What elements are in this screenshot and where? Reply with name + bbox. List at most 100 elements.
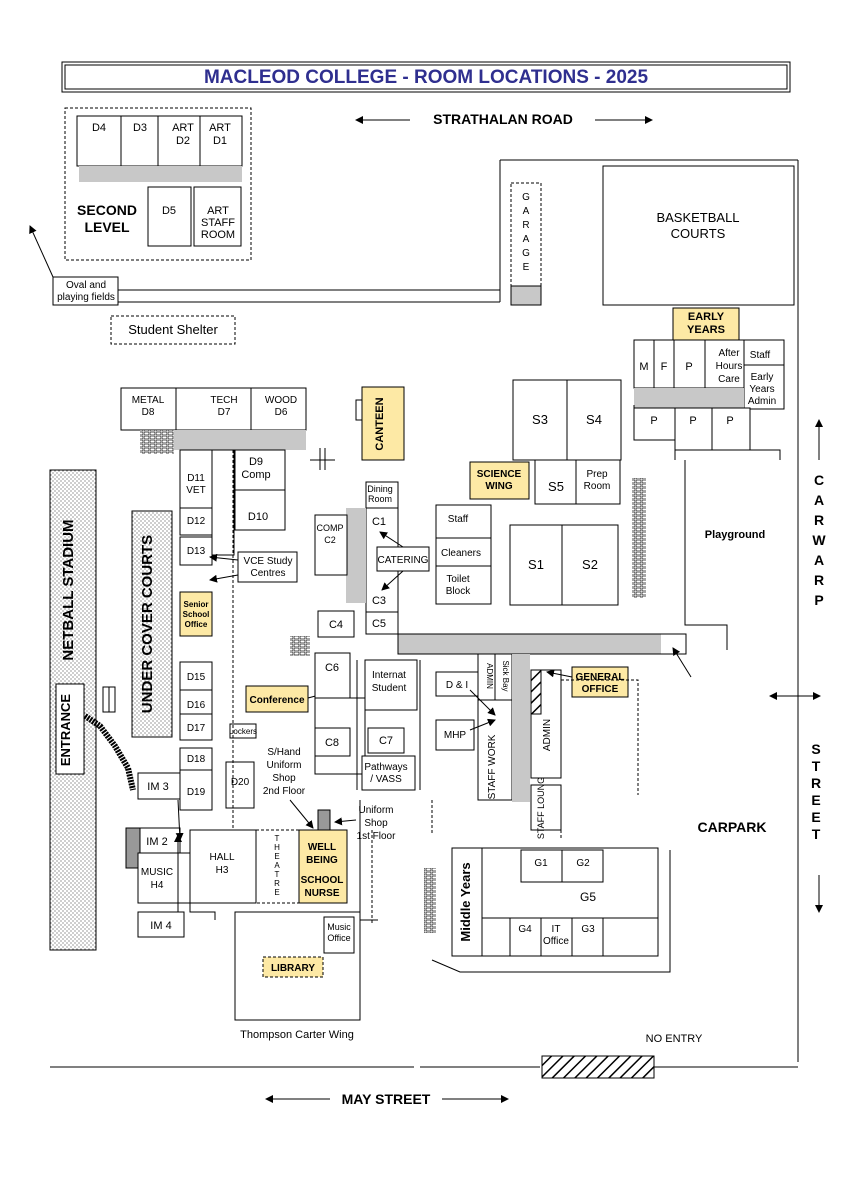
theatre-letters-letter: A (274, 861, 280, 870)
under-cover-courts: UNDER COVER COURTS (139, 535, 156, 713)
room-d3: D3 (133, 122, 147, 134)
theatre-letters-letter: E (274, 852, 279, 861)
room-g3: G3 (581, 924, 595, 935)
room-m: M (639, 361, 648, 373)
room-c7: C7 (379, 735, 393, 747)
garage-letters-letter: A (523, 206, 530, 217)
carwarp-letters-letter: C (814, 472, 824, 488)
room-c6: C6 (325, 662, 339, 674)
room-d5: D5 (162, 205, 176, 217)
room-im4: IM 4 (150, 920, 171, 932)
room-p4: P (726, 415, 733, 427)
room-p3: P (689, 415, 696, 427)
room-staff: Staff (448, 514, 469, 525)
carwarp-letters-letter: P (814, 592, 823, 608)
street-letters-letter: S (811, 741, 820, 757)
room-pathways: Pathways/ VASS (364, 762, 407, 785)
road-may-street: MAY STREET (342, 1091, 431, 1107)
thompson-carter-label: Thompson Carter Wing (240, 1029, 354, 1041)
theatre-letters-letter: E (274, 888, 279, 897)
sick-bay: Sick Bay (501, 660, 510, 691)
playground-label: Playground (705, 529, 766, 541)
carwarp-letters-letter: A (814, 552, 824, 568)
garage-letters-letter: E (523, 262, 530, 273)
garage-letters-letter: A (523, 234, 530, 245)
room-d4: D4 (92, 122, 106, 134)
room-p: P (685, 361, 692, 373)
room-di: D & I (446, 680, 468, 691)
middle-years: Middle Years (458, 862, 473, 941)
room-g4: G4 (518, 924, 532, 935)
room-im3: IM 3 (147, 781, 168, 793)
room-c5: C5 (372, 618, 386, 630)
road-street: STREET (811, 741, 821, 842)
room-s1: S1 (528, 557, 544, 572)
room-d12: D12 (187, 516, 206, 527)
room-s2: S2 (582, 557, 598, 572)
carpark-label: CARPARK (698, 819, 767, 835)
library-label: LIBRARY (271, 963, 315, 974)
garage-letters-letter: G (522, 192, 530, 203)
carwarp-letters-letter: R (814, 512, 824, 528)
student-shelter: Student Shelter (128, 322, 218, 337)
room-d10: D10 (248, 511, 268, 523)
theatre-letters-letter: H (274, 843, 280, 852)
no-entry-label: NO ENTRY (646, 1033, 703, 1045)
room-c1: C1 (372, 516, 386, 528)
room-s5: S5 (548, 479, 564, 494)
carwarp-letters-letter: W (812, 532, 826, 548)
room-d20: D20 (231, 777, 250, 788)
theatre-letters-letter: R (274, 879, 280, 888)
room-s4: S4 (586, 412, 602, 427)
room-c4: C4 (329, 619, 343, 631)
canteen-label: CANTEEN (374, 397, 386, 450)
room-d15: D15 (187, 672, 206, 683)
lockers: Lockers (229, 727, 257, 736)
street-letters-letter: E (811, 809, 820, 825)
room-f: F (661, 361, 668, 373)
title-box: MACLEOD COLLEGE - ROOM LOCATIONS - 2025 (61, 61, 791, 93)
room-p2: P (650, 415, 657, 427)
room-admin: ADMIN (542, 719, 553, 751)
room-d16: D16 (187, 700, 206, 711)
street-letters-letter: T (812, 826, 821, 842)
admin-small: ADMIN (485, 663, 494, 689)
room-d19: D19 (187, 787, 206, 798)
staff-lounge: STAFF LOUNG (536, 777, 546, 839)
theatre-letters-letter: T (275, 834, 280, 843)
road-strathalan: STRATHALAN ROAD (433, 111, 573, 127)
second-level-area (64, 107, 252, 261)
garage-letters-letter: R (522, 220, 529, 231)
theatre-letters-letter: T (275, 870, 280, 879)
room-s3: S3 (532, 412, 548, 427)
street-letters-letter: T (812, 758, 821, 774)
room-g1: G1 (534, 858, 548, 869)
